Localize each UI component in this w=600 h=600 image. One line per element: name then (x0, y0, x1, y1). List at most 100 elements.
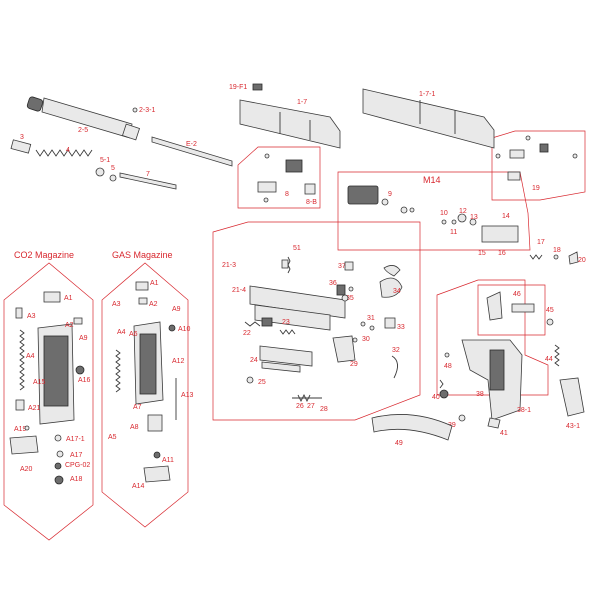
label-4: 4 (66, 147, 70, 154)
label-29: 29 (350, 361, 358, 368)
label-5: 5 (111, 165, 115, 172)
gas-label-a5: A5 (108, 434, 117, 441)
gas-part-a11 (153, 451, 161, 459)
gas-label-a14: A14 (132, 483, 145, 490)
part-8-b (304, 183, 316, 195)
m14-outline (337, 171, 531, 251)
label-51: 51 (293, 245, 301, 252)
springs-26-28 (292, 393, 322, 403)
gas-label-a3: A3 (112, 301, 121, 308)
co2-magazine-title: CO2 Magazine (14, 250, 74, 260)
m14-title: M14 (423, 175, 441, 185)
gas-label-a4: A4 (117, 329, 126, 336)
label-2-5: 2-5 (78, 127, 88, 134)
co2-magazine-outline (3, 262, 94, 541)
label-1-7-1: 1-7-1 (419, 91, 435, 98)
gas-magazine-title: GAS Magazine (112, 250, 173, 260)
co2-part-a17 (56, 450, 64, 458)
part-46 (486, 291, 535, 321)
label-32: 32 (392, 347, 400, 354)
gas-label-a2: A2 (149, 301, 158, 308)
part-51 (281, 256, 291, 274)
inner-barrel-e2 (151, 136, 233, 167)
part-29-30 (332, 335, 358, 363)
grip-group-outline (436, 279, 549, 396)
label-23: 23 (282, 319, 290, 326)
gas-spring (115, 349, 121, 393)
label-18: 18 (553, 247, 561, 254)
label-35: 35 (346, 295, 354, 302)
label-46: 46 (513, 291, 521, 298)
magwell-43-1 (559, 377, 585, 417)
slide-1-7 (239, 99, 341, 149)
co2-part-a18 (54, 475, 64, 485)
grip-panel-outline (477, 284, 546, 336)
label-40: 40 (432, 394, 440, 401)
hammer-group-outline (212, 221, 421, 421)
label-21-4: 21-4 (232, 287, 246, 294)
frame-grip-38 (461, 339, 523, 421)
label-49: 49 (395, 440, 403, 447)
rear-sight-parts (495, 135, 578, 181)
screw-45 (546, 318, 554, 326)
label-41: 41 (500, 430, 508, 437)
gas-label-a8: A8 (130, 424, 139, 431)
gas-magazine-outline (101, 262, 189, 528)
screw-39 (458, 414, 466, 422)
label-e-2: E-2 (186, 141, 197, 148)
m14-small-parts (400, 206, 477, 226)
barrel-pin (132, 107, 138, 113)
washer-5 (109, 174, 117, 182)
co2-label-a3: A3 (27, 313, 36, 320)
co2-label-a4: A4 (26, 353, 35, 360)
co2-baseplate-a20 (9, 435, 39, 455)
co2-label-cpg-02: CPG-02 (65, 462, 90, 469)
co2-part-cpg-02 (54, 462, 62, 470)
label-39: 39 (448, 422, 456, 429)
front-sight-19-f1 (252, 83, 263, 91)
part-32 (391, 355, 398, 379)
label-21-3: 21-3 (222, 262, 236, 269)
co2-part-a19 (24, 425, 30, 431)
magwell-49 (371, 414, 453, 441)
label-38: 38 (476, 391, 484, 398)
part-18 (553, 254, 559, 260)
hammer-housing-21-4 (249, 285, 346, 331)
label-30: 30 (362, 336, 370, 343)
label-7: 7 (146, 171, 150, 178)
recoil-guide-cap (10, 139, 32, 154)
firing-pin-parts (257, 153, 303, 203)
co2-part-a3 (15, 307, 23, 319)
outer-barrel (26, 96, 141, 141)
label-14: 14 (502, 213, 510, 220)
label-8-b: 8-B (306, 199, 317, 206)
part-37 (344, 261, 354, 271)
part-31-33 (360, 317, 396, 331)
screw-25 (246, 376, 254, 384)
co2-part-a16 (75, 365, 85, 375)
label-26: 26 (296, 403, 304, 410)
label-3: 3 (20, 134, 24, 141)
gas-baseplate-a14 (143, 465, 171, 483)
part-34-hammer (379, 265, 403, 298)
firing-pin-group-outline (237, 146, 321, 209)
co2-label-a9: A9 (79, 335, 88, 342)
gas-label-a12: A12 (172, 358, 185, 365)
spring-17 (529, 254, 543, 260)
co2-label-a20: A20 (20, 466, 33, 473)
label-8: 8 (285, 191, 289, 198)
co2-label-a1: A1 (64, 295, 73, 302)
recoil-spring (35, 149, 93, 157)
co2-label-a2: A2 (65, 322, 74, 329)
label-38-1: 38-1 (517, 407, 531, 414)
gas-label-a6: A6 (129, 331, 138, 338)
label-15: 15 (478, 250, 486, 257)
gas-label-a7: A7 (133, 404, 142, 411)
label-22: 22 (243, 330, 251, 337)
label-33: 33 (397, 324, 405, 331)
gas-label-a10: A10 (178, 326, 191, 333)
label-5-1: 5-1 (100, 157, 110, 164)
label-20: 20 (578, 257, 586, 264)
co2-part-a2 (73, 317, 83, 325)
